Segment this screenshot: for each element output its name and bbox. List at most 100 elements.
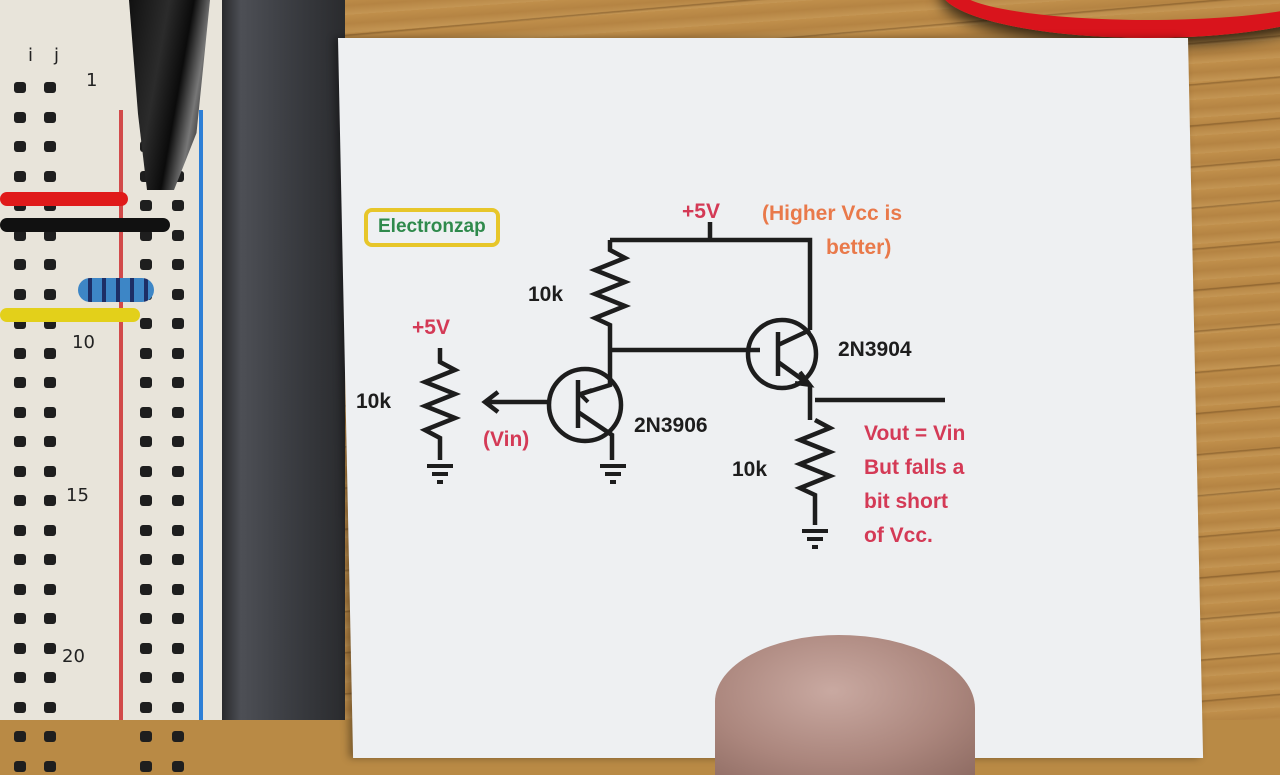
breadboard-hole [44,642,56,654]
breadboard-hole [14,170,26,182]
breadboard-hole [14,259,26,270]
breadboard-hole [172,524,184,536]
breadboard-hole [172,406,184,418]
breadboard-hole [14,82,26,93]
breadboard-hole [14,554,26,565]
red-jumper-wire [0,192,128,206]
breadboard-hole [14,613,26,624]
breadboard-hole [140,377,152,388]
breadboard-hole [140,347,152,359]
breadboard-hole [172,229,184,241]
breadboard-hole [14,141,26,152]
npn-transistor-body [745,317,819,391]
breadboard-hole [44,731,56,742]
breadboard-hole [44,524,56,536]
breadboard-hole [140,495,152,506]
breadboard-hole [172,259,184,270]
breadboard-hole [44,672,56,683]
note-top-line2: better) [826,236,892,259]
breadboard-hole [140,760,152,772]
breadboard-hole [44,259,56,270]
breadboard-hole [44,229,56,241]
breadboard-hole [14,524,26,536]
output-note-line3: bit short [864,490,948,513]
breadboard-hole [140,524,152,536]
breadboard-hole [172,436,184,447]
power-rail-red [119,110,123,720]
breadboard-hole [44,436,56,447]
breadboard-hole [140,672,152,683]
q2-part-label: 2N3904 [838,338,912,361]
breadboard-hole [44,377,56,388]
breadboard-hole [44,554,56,565]
breadboard-hole [44,495,56,506]
breadboard-hole [44,82,56,93]
row-label-10: 10 [72,332,95,353]
pullup-resistor-value: 10k [528,283,564,306]
black-jumper-wire [0,218,170,232]
breadboard-hole [14,436,26,447]
breadboard-hole [44,701,56,713]
breadboard-hole [140,406,152,418]
breadboard-hole [44,170,56,182]
breadboard-hole [14,347,26,359]
breadboard-hole [44,318,56,329]
breadboard-hole [44,465,56,477]
breadboard-hole [14,760,26,772]
breadboard-hole [14,377,26,388]
breadboard-hole [140,200,152,211]
emitter-resistor [793,418,837,525]
breadboard-hole [172,465,184,477]
row-label-20: 20 [62,646,85,667]
electronzap-logo: Electronzap [364,208,500,247]
breadboard-hole [14,672,26,683]
ground-symbols [427,464,828,549]
emitter-resistor-value: 10k [732,458,768,481]
breadboard-hole [14,465,26,477]
breadboard-hole [172,318,184,329]
breadboard: i j 1 10 15 20 [0,0,222,772]
metal-plate [215,0,345,720]
breadboard-hole [172,288,184,300]
breadboard-hole [14,406,26,418]
row-label-1: 1 [86,70,98,91]
breadboard-hole [14,731,26,742]
breadboard-hole [172,672,184,683]
column-label-j: j [54,45,60,66]
breadboard-hole [172,583,184,595]
resistor [78,278,154,302]
breadboard-hole [44,347,56,359]
breadboard-hole [140,259,152,270]
potentiometer [418,348,462,460]
breadboard-hole [14,583,26,595]
breadboard-hole [14,229,26,241]
column-label-i: i [28,45,34,66]
breadboard-hole [172,731,184,742]
breadboard-hole [172,613,184,624]
supply-label-top: +5V [682,200,720,223]
breadboard-hole [44,583,56,595]
breadboard-hole [140,554,152,565]
breadboard-hole [140,229,152,241]
breadboard-hole [140,318,152,329]
breadboard-hole [44,141,56,152]
breadboard-hole [140,583,152,595]
breadboard-hole [44,760,56,772]
breadboard-hole [172,701,184,713]
power-rail-blue [199,110,203,720]
breadboard-hole [172,377,184,388]
breadboard-hole [140,613,152,624]
breadboard-hole [14,111,26,123]
pot-value: 10k [356,390,392,413]
note-top-line1: (Higher Vcc is [762,202,903,225]
breadboard-hole [172,760,184,772]
breadboard-hole [172,347,184,359]
breadboard-hole [140,701,152,713]
breadboard-hole [44,406,56,418]
breadboard-hole [172,642,184,654]
yellow-jumper-wire [0,308,140,322]
pnp-transistor-body [546,366,624,444]
vin-label: (Vin) [483,428,530,451]
fingertip [715,635,975,775]
pot-supply-label: +5V [412,316,450,339]
